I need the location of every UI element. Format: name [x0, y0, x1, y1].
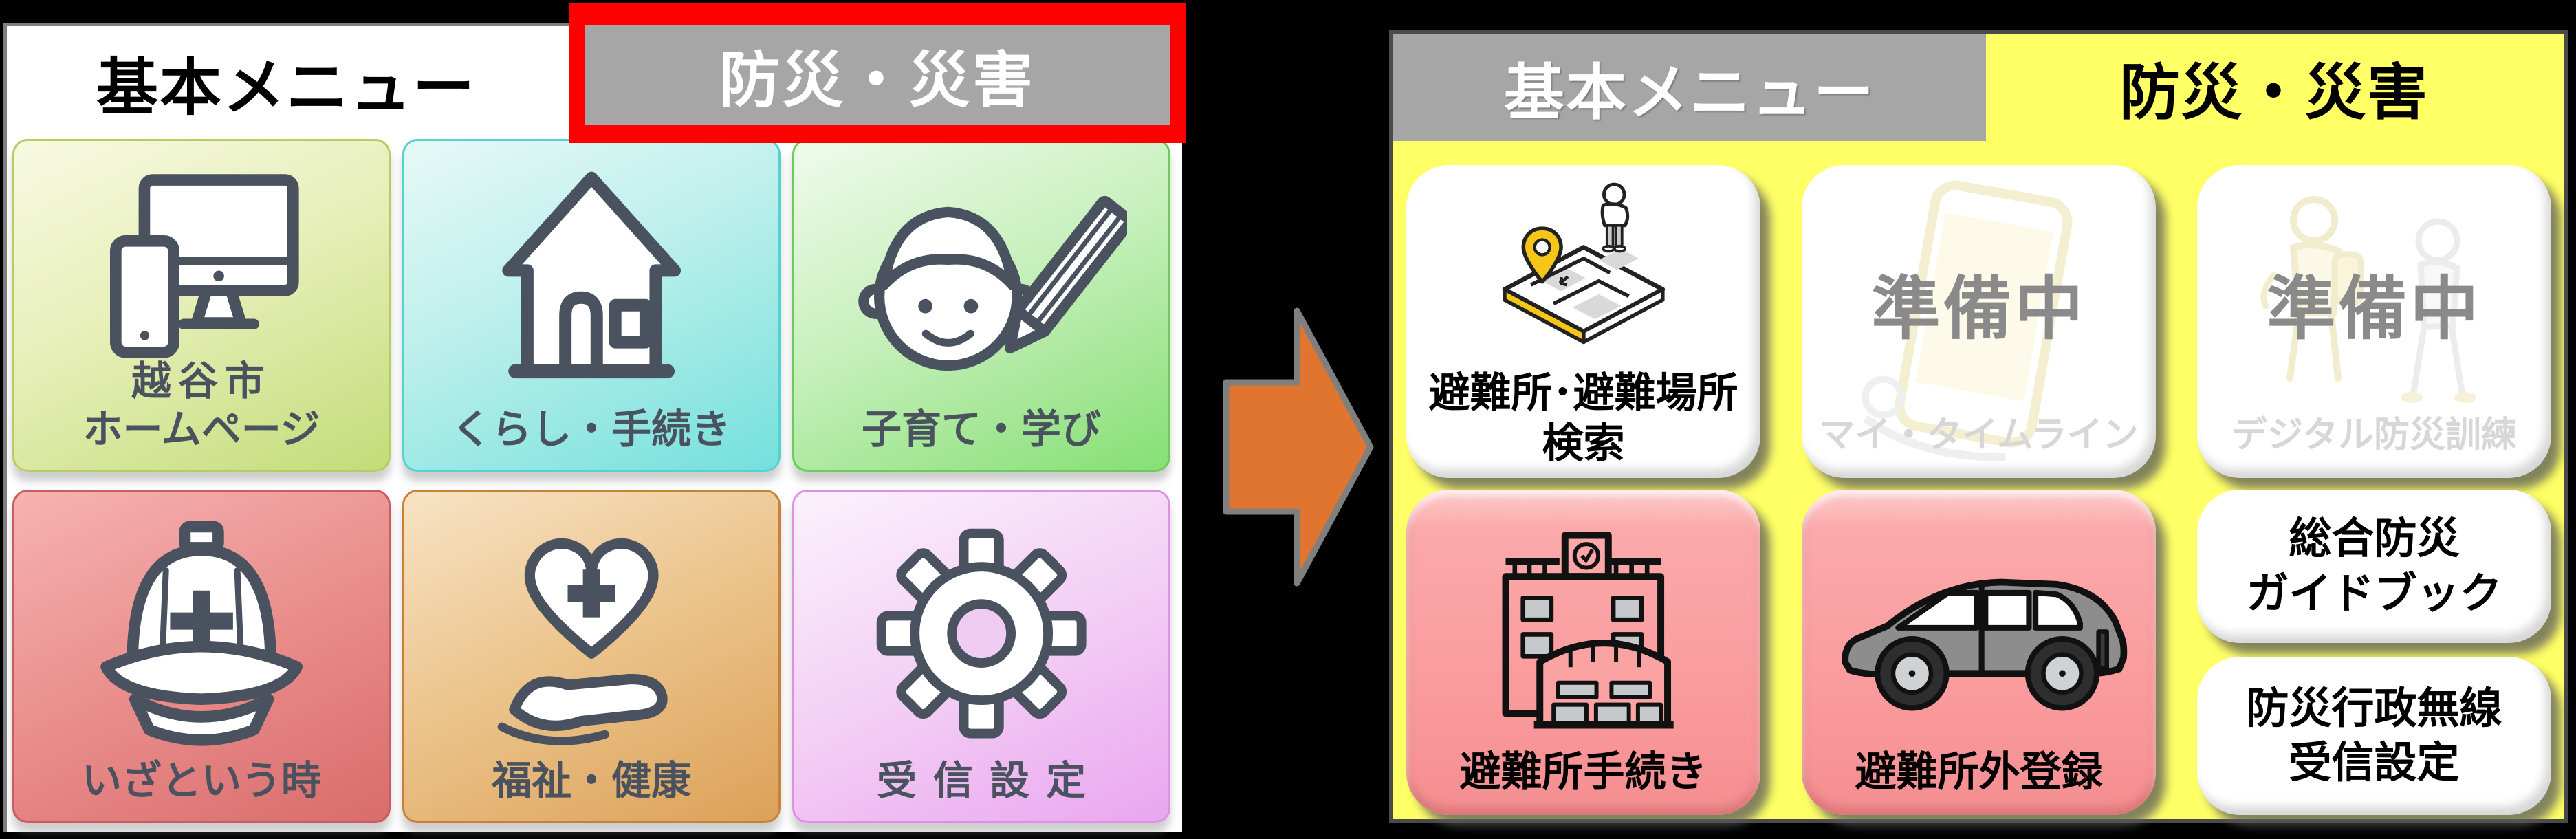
tile-welfare-health[interactable]: 福祉・健康 — [402, 490, 781, 823]
tile-label: 防災行政無線 受信設定 — [2246, 684, 2502, 787]
tile-digital-disaster-drill[interactable]: 準備中 デジタル防災訓練 — [2197, 165, 2551, 478]
tile-label: 避難所･避難場所 検索 — [1428, 369, 1738, 466]
status-badge: 準備中 — [2267, 270, 2482, 348]
tile-shelter-procedures[interactable]: 避難所手続き — [1406, 490, 1760, 815]
tile-label: 子育て・学び — [861, 407, 1101, 453]
tile-my-timeline[interactable]: 準備中 マイ・タイムライン — [1802, 165, 2156, 478]
child-pencil-icon — [858, 195, 1128, 371]
helmet-icon — [100, 521, 303, 746]
tab-disaster-left[interactable]: 防災・災害 — [585, 25, 1170, 125]
tab-basic-menu-right[interactable]: 基本メニュー — [1393, 34, 1986, 141]
tile-emergency[interactable]: いざという時 — [12, 490, 391, 823]
heart-hand-icon — [497, 538, 668, 745]
tile-living-procedures[interactable]: くらし・手続き — [402, 139, 781, 472]
transition-arrow-icon — [1223, 307, 1374, 587]
tile-label: 福祉・健康 — [491, 759, 691, 804]
tile-reception-settings[interactable]: 受信設定 — [792, 490, 1170, 823]
tile-label: 避難所外登録 — [1855, 749, 2103, 795]
car-icon — [1842, 578, 2128, 711]
tile-label: 越谷市 ホームページ — [83, 358, 320, 453]
map-pin-person-illustration — [1502, 182, 1665, 345]
disaster-tab-highlight: 防災・災害 — [569, 3, 1186, 143]
tile-label: 避難所手続き — [1459, 749, 1707, 795]
tile-city-homepage[interactable]: 越谷市 ホームページ — [12, 139, 391, 472]
computer-phone-icon — [109, 174, 299, 358]
tile-shelter-search[interactable]: 避難所･避難場所 検索 — [1406, 165, 1760, 478]
school-gym-building-icon — [1502, 532, 1674, 729]
tile-label: デジタル防災訓練 — [2231, 415, 2517, 455]
tile-radio-reception-settings[interactable]: 防災行政無線 受信設定 — [2197, 657, 2551, 815]
tab-disaster-right[interactable]: 防災・災害 — [2119, 58, 2429, 127]
tile-label: マイ・タイムライン — [1819, 415, 2139, 455]
tile-childcare-learning[interactable]: 子育て・学び — [792, 139, 1170, 472]
people-walking-sketch-icon — [2260, 196, 2476, 403]
tile-label: くらし・手続き — [451, 407, 731, 453]
smartphone-sketch-icon — [1862, 180, 2073, 461]
tile-disaster-guidebook[interactable]: 総合防災 ガイドブック — [2197, 490, 2551, 643]
tab-basic-menu-left[interactable]: 基本メニュー — [96, 54, 476, 122]
tile-label: 総合防災 ガイドブック — [2246, 515, 2502, 618]
status-badge: 準備中 — [1871, 270, 2086, 348]
house-icon — [502, 171, 681, 379]
tile-label: いざという時 — [81, 759, 321, 804]
tile-outside-shelter-registration[interactable]: 避難所外登録 — [1802, 490, 2156, 815]
gear-icon — [836, 510, 1127, 757]
tile-label: 受信設定 — [876, 759, 1102, 804]
